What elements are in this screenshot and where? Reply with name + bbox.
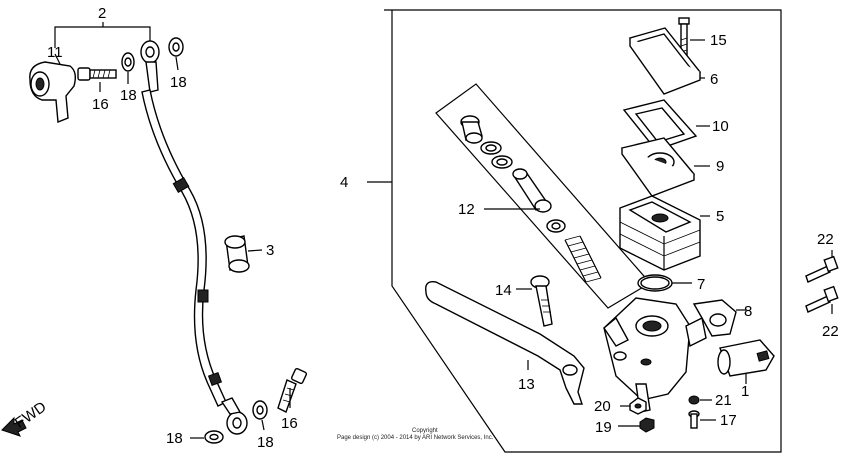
- banjo-bolt-bottom-part: [277, 367, 308, 413]
- washer-top-2-part: [168, 37, 184, 71]
- label-7: 7: [697, 276, 705, 293]
- copyright-line-2: Page design (c) 2004 - 2014 by ARI Netwo…: [337, 435, 494, 441]
- assembly-frame: [384, 9, 782, 453]
- label-22b: 22: [822, 323, 839, 340]
- brake-lever-part: [425, 281, 585, 405]
- brake-hose-assembly: [1, 22, 308, 444]
- reservoir-cap-part: [628, 27, 705, 95]
- label-11: 11: [47, 44, 63, 61]
- label-4: 4: [340, 174, 348, 191]
- label-20: 20: [594, 398, 611, 415]
- leader-2: [54, 26, 151, 48]
- reservoir-body-part: [619, 195, 710, 271]
- label-6: 6: [710, 71, 718, 88]
- label-1: 1: [741, 383, 749, 400]
- label-13: 13: [518, 376, 535, 393]
- washer-bottom-2-part: [252, 400, 268, 431]
- label-9: 9: [716, 158, 724, 175]
- copyright-line-1: Copyright: [412, 428, 438, 434]
- o-ring-part: [637, 274, 692, 292]
- label-18b: 18: [170, 74, 187, 91]
- label-16a: 16: [92, 96, 109, 113]
- switch-washer-part: [688, 395, 712, 405]
- label-18c: 18: [166, 430, 183, 447]
- label-3: 3: [266, 242, 274, 259]
- fwd-arrow-icon: [1, 416, 27, 437]
- master-cylinder-assembly: [367, 9, 782, 453]
- reservoir-plate-part: [622, 99, 710, 151]
- label-21: 21: [715, 392, 732, 409]
- label-16b: 16: [281, 415, 298, 432]
- piston-kit-parts: [460, 115, 602, 283]
- label-18a: 18: [120, 87, 137, 104]
- lever-nut-part: [620, 397, 647, 415]
- label-17: 17: [720, 412, 737, 429]
- washer-bottom-1-part: [190, 430, 224, 444]
- label-5: 5: [716, 208, 724, 225]
- label-12: 12: [458, 201, 475, 218]
- label-14: 14: [495, 282, 512, 299]
- switch-screw-part: [688, 410, 716, 429]
- label-15: 15: [710, 32, 727, 49]
- screw-22-top-part: [805, 250, 839, 283]
- hose-cap-part: [29, 53, 77, 123]
- holder-clamp-part: [692, 299, 746, 337]
- screw-22-bottom-part: [805, 285, 839, 314]
- label-19: 19: [595, 419, 612, 436]
- nut-part: [618, 417, 655, 433]
- fwd-label: FWD: [12, 398, 50, 432]
- washer-top-1-part: [121, 52, 135, 84]
- mirror-screws: [805, 250, 839, 314]
- lever-pivot-bolt-part: [516, 275, 553, 327]
- brake-switch-part: [717, 339, 775, 384]
- hose-grommet-part: [224, 235, 263, 273]
- callout-labels: 2 11 16 18 18 3 18 18 16 4 15 6 10 9 5 1…: [47, 5, 839, 451]
- master-cylinder-body-part: [603, 297, 707, 413]
- diaphragm-part: [620, 137, 710, 197]
- label-18d: 18: [257, 434, 274, 451]
- label-10: 10: [712, 118, 729, 135]
- label-8: 8: [744, 303, 752, 320]
- brake-hose-part: [140, 40, 248, 435]
- label-2: 2: [98, 5, 106, 22]
- piston-spring-part: [564, 235, 602, 283]
- label-22a: 22: [817, 231, 834, 248]
- banjo-bolt-top-part: [77, 67, 117, 92]
